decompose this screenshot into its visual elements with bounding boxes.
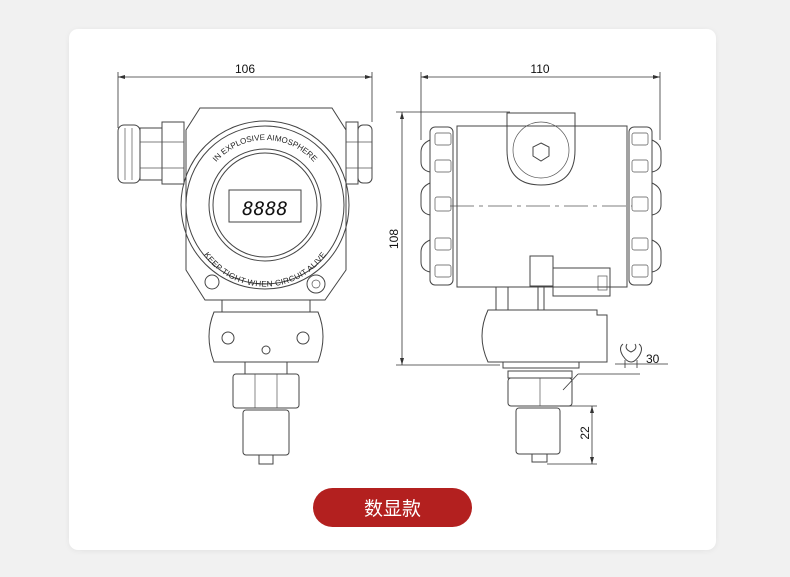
side-lower-block	[481, 309, 608, 363]
ring-text-top: IN EXPLOSIVE AIMOSPHERE	[211, 133, 319, 164]
lcd-display	[228, 189, 302, 223]
front-fitting	[242, 409, 290, 456]
lcd-value: 8888	[242, 198, 288, 220]
side-width-dimension: 110	[420, 62, 661, 140]
right-cable-gland	[345, 121, 373, 185]
front-housing	[185, 107, 347, 301]
variant-digital-display-button[interactable]: 数显款	[313, 488, 472, 527]
right-flange	[628, 126, 662, 286]
product-card	[69, 29, 716, 550]
thread-length-label: 22	[578, 426, 592, 440]
side-housing	[456, 125, 628, 288]
side-width-label: 110	[530, 62, 549, 76]
side-view: 110 108	[387, 62, 668, 465]
front-width-dimension: 106	[117, 62, 373, 128]
left-flange	[420, 126, 454, 286]
front-lower-block	[208, 311, 324, 363]
front-view: 106 IN EXPLOSIVE AIMOSPHERE KEEP TIGHT W…	[117, 62, 373, 465]
wrench-size-label: 30	[646, 352, 660, 366]
thread-length-dimension: 22	[547, 405, 597, 465]
side-height-dimension: 108	[387, 111, 510, 366]
front-width-label: 106	[235, 62, 255, 76]
side-fitting	[515, 407, 561, 455]
side-height-label: 108	[387, 229, 401, 249]
top-boss	[506, 112, 576, 186]
ring-text-bottom: KEEP TIGHT WHEN CIRCUIT ALIVE	[202, 250, 328, 288]
left-cable-gland	[117, 121, 185, 185]
wrench-size-dimension: 30	[615, 343, 668, 368]
hex-screw-icon	[532, 142, 550, 162]
front-hex-nut	[232, 373, 300, 409]
